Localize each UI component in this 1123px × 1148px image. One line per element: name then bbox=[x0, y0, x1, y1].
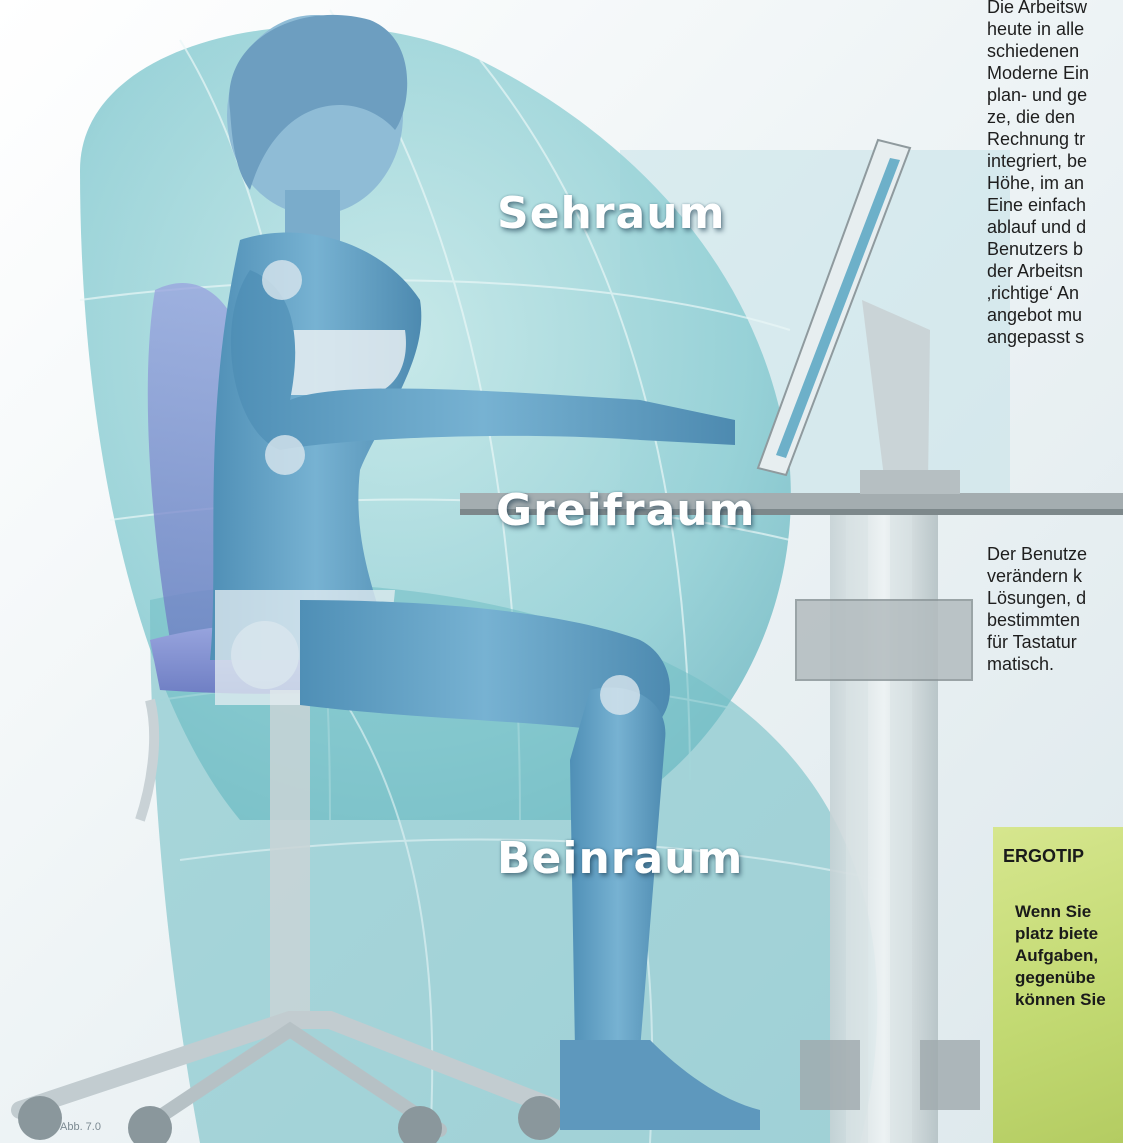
text-line: bestimmten bbox=[987, 609, 1123, 631]
text-line: verändern k bbox=[987, 565, 1123, 587]
text-line: angepasst s bbox=[987, 326, 1123, 348]
text-line: integriert, be bbox=[987, 150, 1123, 172]
zone-label-sehraum: Sehraum bbox=[497, 188, 725, 239]
text-line: plan- und ge bbox=[987, 84, 1123, 106]
text-line: matisch. bbox=[987, 653, 1123, 675]
text-line: der Arbeitsn bbox=[987, 260, 1123, 282]
text-line: angebot mu bbox=[987, 304, 1123, 326]
ergotip-title: ERGOTIP bbox=[1003, 846, 1084, 867]
text-line: Der Benutze bbox=[987, 543, 1123, 565]
text-line: heute in alle bbox=[987, 18, 1123, 40]
zone-label-greifraum: Greifraum bbox=[496, 485, 755, 536]
text-line: Rechnung tr bbox=[987, 128, 1123, 150]
figure-caption: Abb. 7.0 bbox=[60, 1121, 101, 1133]
text-line: Eine einfach bbox=[987, 194, 1123, 216]
text-line: Höhe, im an bbox=[987, 172, 1123, 194]
text-line: ablauf und d bbox=[987, 216, 1123, 238]
ergotip-line: gegenübe bbox=[1015, 967, 1106, 989]
text-line: ze, die den bbox=[987, 106, 1123, 128]
text-line: Benutzers b bbox=[987, 238, 1123, 260]
text-line: Moderne Ein bbox=[987, 62, 1123, 84]
column-clamp bbox=[796, 600, 972, 680]
text-line: schiedenen bbox=[987, 40, 1123, 62]
ergotip-line: können Sie bbox=[1015, 989, 1106, 1011]
zone-label-beinraum: Beinraum bbox=[497, 833, 743, 884]
text-line: Lösungen, d bbox=[987, 587, 1123, 609]
text-line: für Tastatur bbox=[987, 631, 1123, 653]
ergotip-line: Aufgaben, bbox=[1015, 945, 1106, 967]
text-line: Die Arbeitsw bbox=[987, 0, 1123, 18]
text-line: ‚richtige‘ An bbox=[987, 282, 1123, 304]
ergotip-line: platz biete bbox=[1015, 923, 1106, 945]
ergotip-line: Wenn Sie bbox=[1015, 901, 1106, 923]
